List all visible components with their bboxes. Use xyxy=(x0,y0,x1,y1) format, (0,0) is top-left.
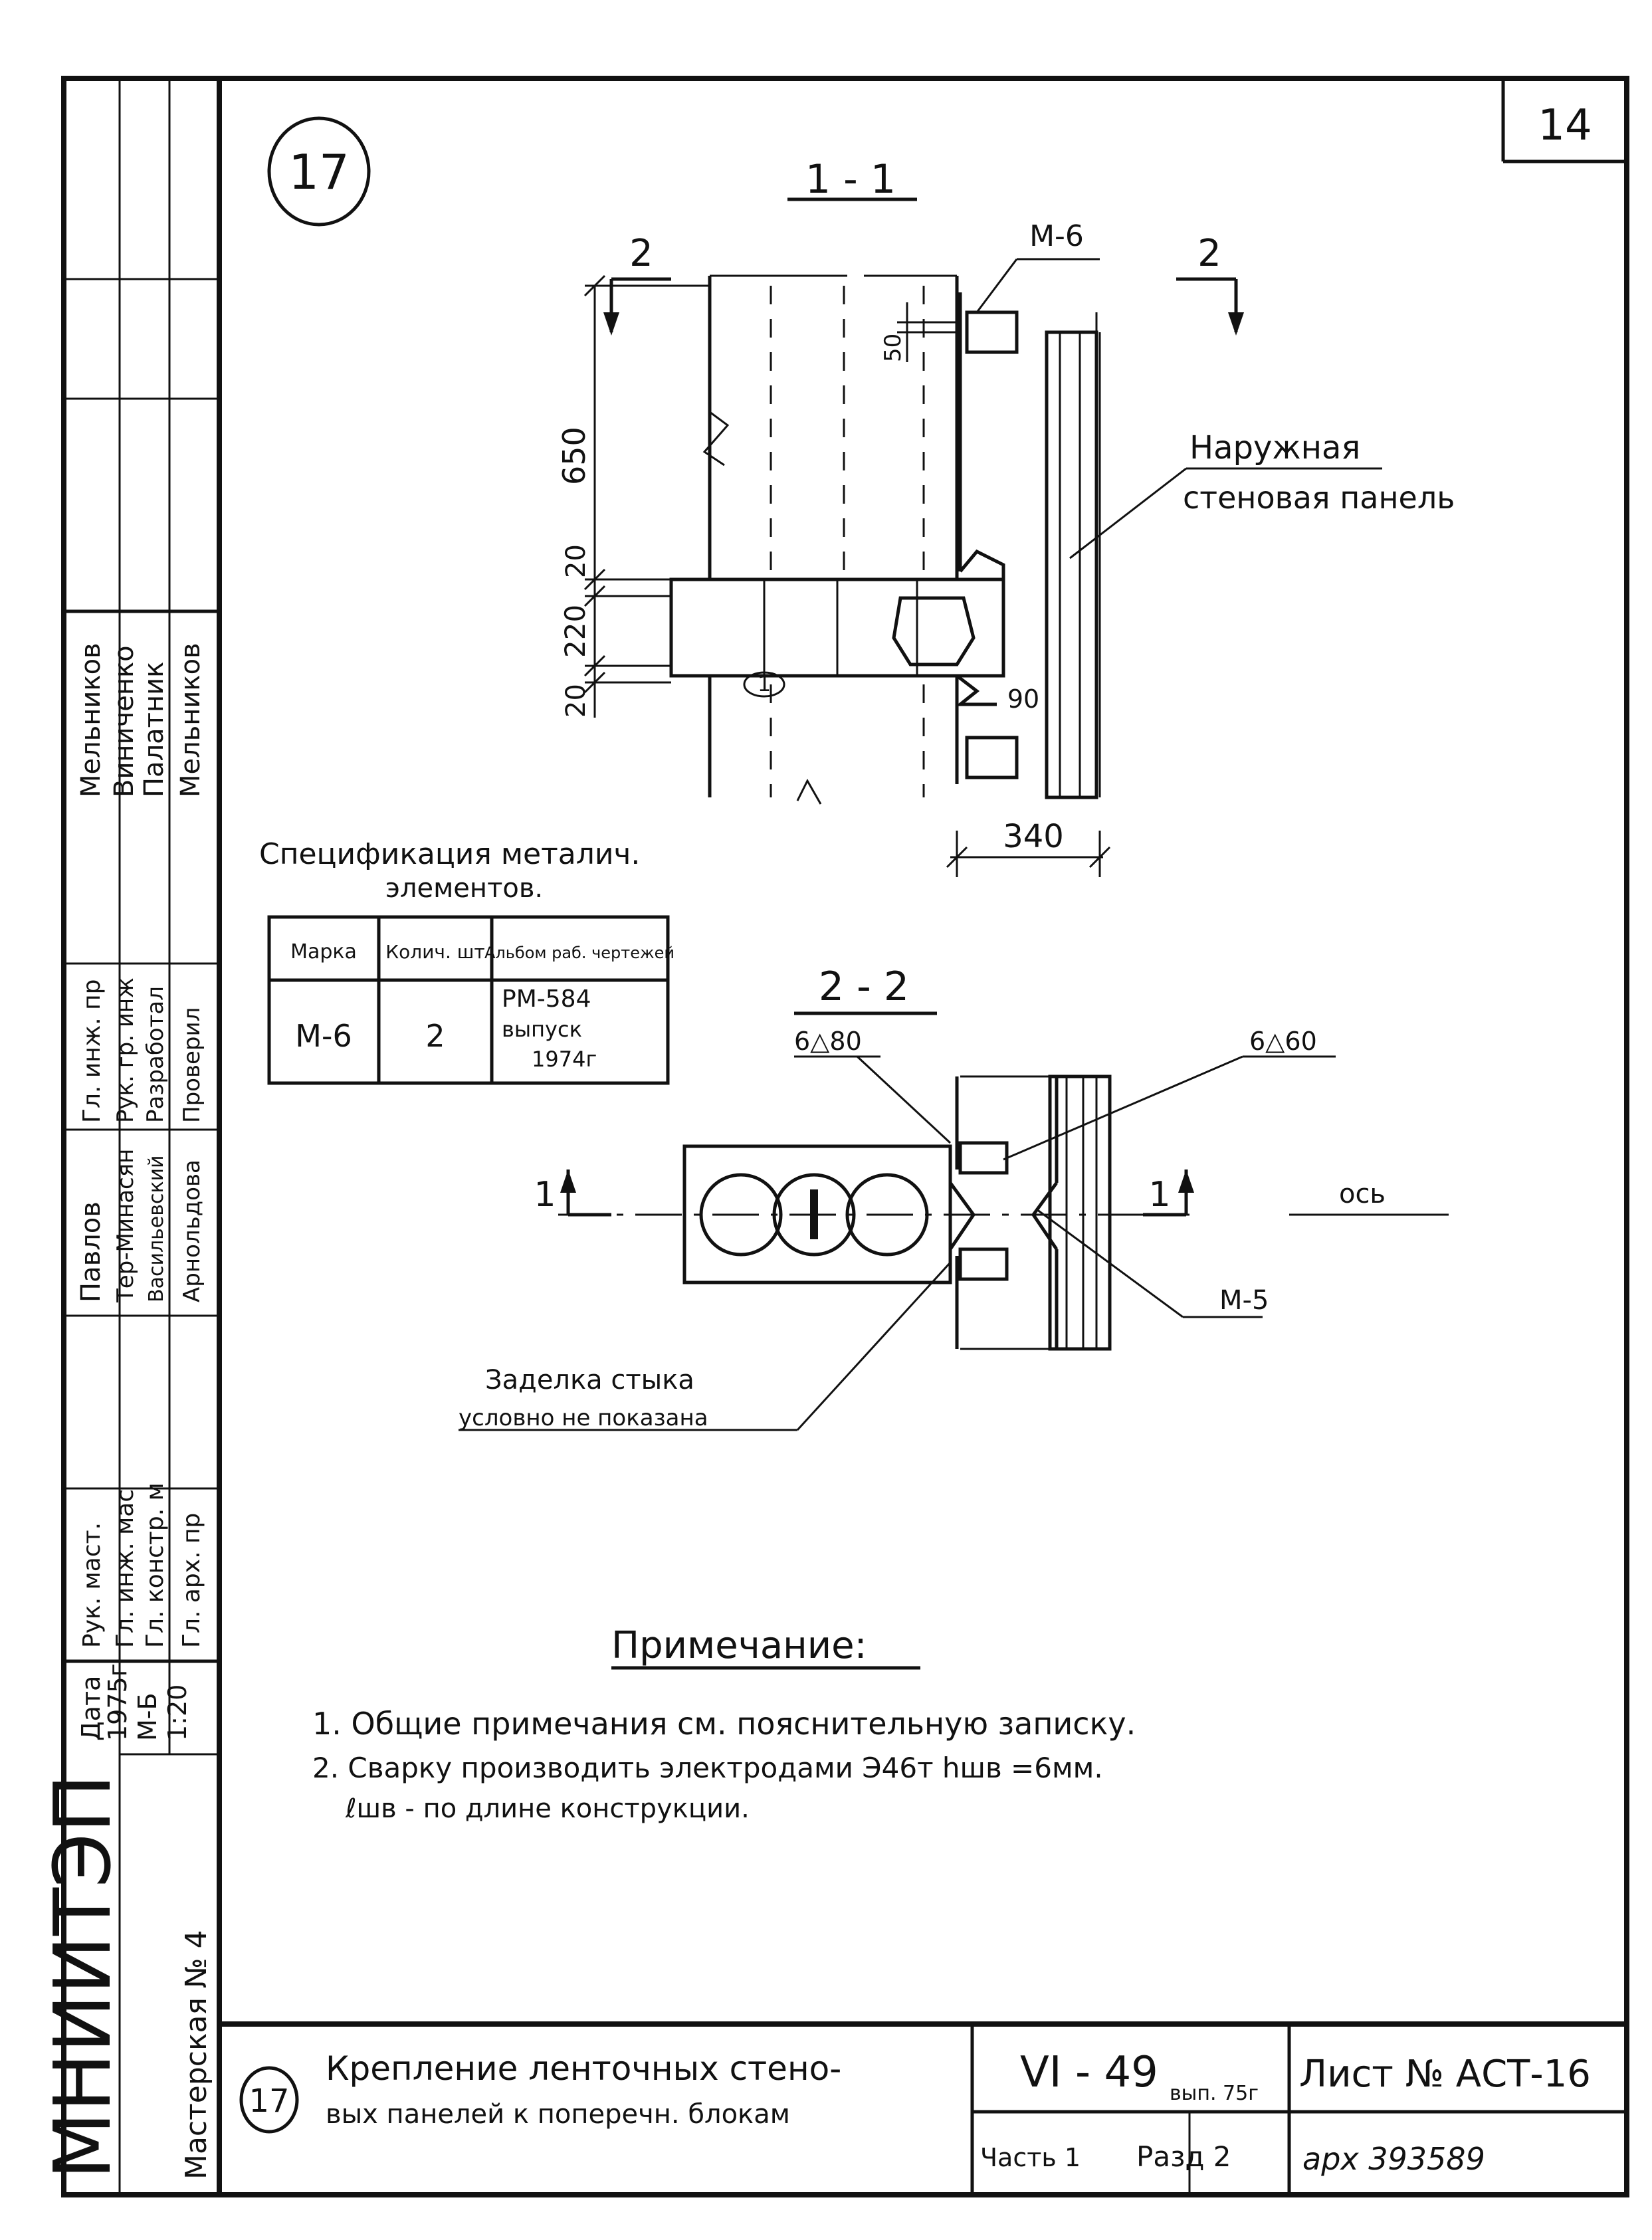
stamp-position-3: Гл. констр. м xyxy=(142,1482,169,1648)
stamp-date-label: Дата xyxy=(76,1676,106,1741)
notes: Примечание: 1. Общие примечания см. пояс… xyxy=(312,1624,1136,1824)
cut-marker-2-right: 2 xyxy=(1197,232,1221,275)
side-stamp: МНИИТЭП Мастерская № 4 Дата 1975г М-Б 1:… xyxy=(37,78,219,2195)
stamp-name-8: Мельников xyxy=(175,643,206,797)
issue-label: вып. 75г xyxy=(1170,2082,1259,2105)
dim-50: 50 xyxy=(880,334,906,362)
specification: Спецификация металич. элементов. Марка К… xyxy=(259,837,674,1085)
stamp-position-8: Проверил xyxy=(179,1007,205,1123)
title-line-2: вых панелей к поперечн. блокам xyxy=(326,2099,790,2130)
spec-header-qty: Колич. шт xyxy=(385,941,484,963)
cut-marker-1-right: 1 xyxy=(1148,1175,1170,1215)
stamp-scale-label: М-Б xyxy=(133,1692,162,1741)
section-1-1-part-label: М-6 xyxy=(1029,219,1084,253)
title-block: 17 Крепление ленточных стено- вых панеле… xyxy=(239,2048,1591,2177)
dim-650: 650 xyxy=(556,427,592,485)
spec-row-album-3: 1974г xyxy=(532,1047,597,1072)
stamp-position-1: Рук. маст. xyxy=(78,1522,106,1648)
stamp-position-4: Гл. арх. пр xyxy=(178,1513,205,1648)
title-block-drawing-number: 17 xyxy=(249,2083,289,2120)
dim-20-bottom: 20 xyxy=(561,684,591,718)
cut-marker-1-left: 1 xyxy=(534,1175,556,1215)
section-label: Разд 2 xyxy=(1136,2140,1231,2173)
joint-note-line-1: Заделка стыка xyxy=(485,1365,694,1395)
stamp-position-6: Рук. гр. инж xyxy=(112,977,139,1123)
stamp-name-6: Виниченко xyxy=(109,645,140,797)
dim-340: 340 xyxy=(1003,818,1064,855)
spec-row-album-1: РМ-584 xyxy=(502,985,591,1013)
stamp-name-5: Мельников xyxy=(76,643,106,797)
dim-90: 90 xyxy=(1007,684,1039,714)
spec-header-album: Альбом раб. чертежей xyxy=(484,944,674,962)
dim-20-top: 20 xyxy=(561,544,591,578)
weld-label-left: 6△80 xyxy=(794,1027,862,1056)
note-2: 2. Сварку производить электродами Э46т h… xyxy=(312,1752,1103,1784)
stamp-org: МНИИТЭП xyxy=(37,1774,128,2180)
notes-title: Примечание: xyxy=(611,1624,867,1667)
page-number: 14 xyxy=(1538,101,1592,150)
panel-label-line-1: Наружная xyxy=(1189,429,1360,466)
stamp-name-1: Павлов xyxy=(76,1201,106,1302)
spec-title-1: Спецификация металич. xyxy=(259,837,640,871)
dim-220: 220 xyxy=(559,605,591,658)
spec-row-qty: 2 xyxy=(425,1018,445,1054)
weld-label-right: 6△60 xyxy=(1249,1027,1317,1056)
stamp-position-5: Гл. инж. пр xyxy=(78,979,106,1124)
stamp-scale-value: 1:20 xyxy=(163,1684,192,1741)
section-1-1: 1 - 1 2 2 1 xyxy=(556,156,1455,877)
spec-title-2: элементов. xyxy=(385,873,543,904)
stamp-position-2: Гл. инж. мас xyxy=(112,1489,139,1648)
section-2-2: 2 - 2 6△80 6△60 ось 1 xyxy=(459,964,1449,1431)
stamp-date-value: 1975г xyxy=(103,1663,132,1741)
cut-marker-2-left: 2 xyxy=(629,232,653,275)
stamp-name-7: Палатник xyxy=(139,662,169,797)
stamp-position-7: Разработал xyxy=(142,986,169,1123)
stamp-name-4: Арнольдова xyxy=(179,1160,205,1302)
section-2-2-title: 2 - 2 xyxy=(819,964,909,1010)
archive-number: арх 393589 xyxy=(1302,2141,1485,2177)
drawing-number: 17 xyxy=(288,144,350,200)
spec-row-album-2: выпуск xyxy=(502,1017,582,1042)
section-1-1-title: 1 - 1 xyxy=(805,156,896,203)
note-1: 1. Общие примечания см. пояснительную за… xyxy=(312,1706,1136,1742)
joint-note-line-2: условно не показана xyxy=(459,1405,708,1431)
sheet-frame xyxy=(61,76,1629,2197)
note-3: ℓшв - по длине конструкции. xyxy=(345,1793,750,1824)
section-2-2-part-label: М-5 xyxy=(1219,1285,1269,1316)
spec-row-mark: М-6 xyxy=(295,1018,352,1054)
stamp-name-3: Васильевский xyxy=(145,1155,168,1302)
spec-header-mark: Марка xyxy=(290,940,357,964)
stamp-name-2: Тер-Минасян xyxy=(112,1149,139,1303)
axis-label: ось xyxy=(1339,1179,1386,1209)
title-line-1: Крепление ленточных стено- xyxy=(326,2049,841,2088)
panel-label-line-2: стеновая панель xyxy=(1183,480,1455,516)
drawing-number-badge: 17 xyxy=(267,116,371,227)
block-mark: 1 xyxy=(758,671,771,696)
series-number: VI - 49 xyxy=(1020,2048,1158,2097)
part-label: Часть 1 xyxy=(980,2143,1081,2172)
sheet-label: Лист № АСТ-16 xyxy=(1299,2053,1591,2096)
stamp-workshop: Мастерская № 4 xyxy=(179,1930,213,2180)
